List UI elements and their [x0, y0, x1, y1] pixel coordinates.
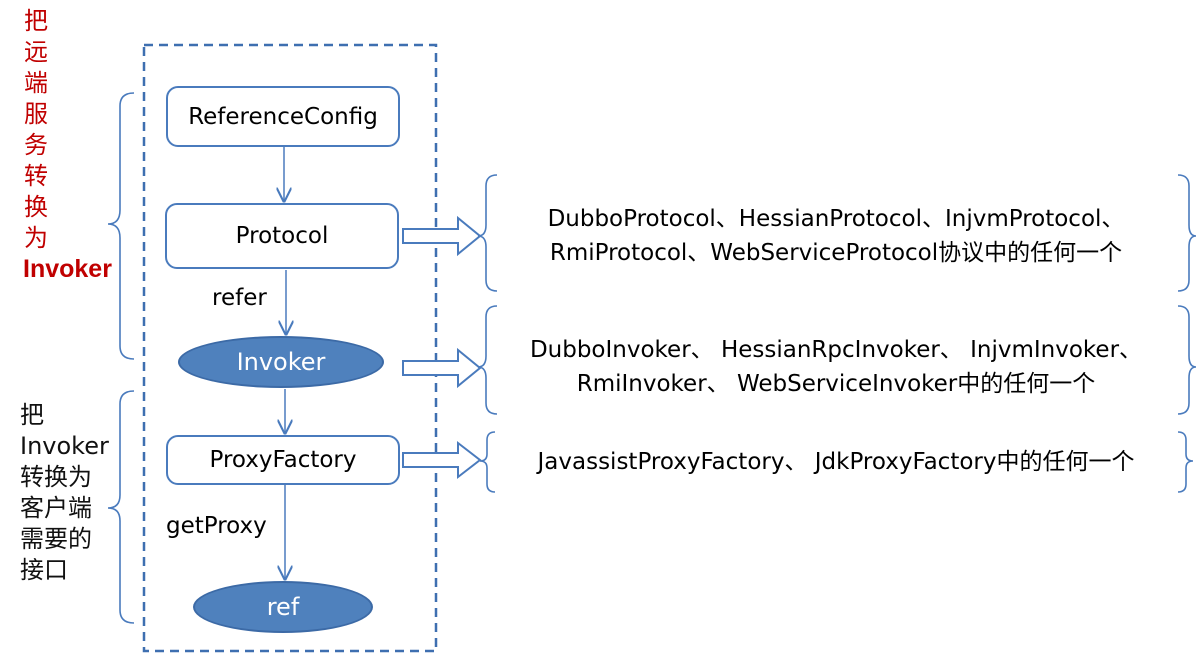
brace-left-proxy-impl — [479, 431, 496, 493]
brace-right-invoker-impl — [1177, 305, 1197, 415]
ref-node: ref — [193, 581, 373, 633]
invoker-impl-line-2: RmiInvoker、 WebServiceInvoker中的任何一个 — [576, 371, 1096, 397]
annotation-line: 客户端 — [20, 494, 92, 522]
protocol-impl-line-2: RmiProtocol、WebServiceProtocol协议中的任何一个 — [549, 240, 1123, 266]
get-proxy-label: getProxy — [166, 513, 267, 539]
annotation-invoker-word: Invoker — [23, 255, 112, 283]
invoker-implementations: DubboInvoker、 HessianRpcInvoker、 InjvmIn… — [496, 333, 1176, 401]
annotation-char: 服 — [24, 100, 48, 128]
annotation-line: 转换为 — [20, 463, 92, 491]
dashed-container — [142, 43, 438, 653]
proxy-factory-implementations: JavassistProxyFactory、 JdkProxyFactory中的… — [496, 445, 1176, 479]
annotation-char: 转 — [24, 162, 48, 190]
annotation-line: Invoker — [20, 432, 109, 460]
annotation-line: 把 — [20, 401, 44, 429]
brace-left-invoker-impl — [477, 305, 498, 415]
annotation-line: 接口 — [20, 556, 68, 584]
proxy-factory-impl-line-1: JavassistProxyFactory、 JdkProxyFactory中的… — [537, 449, 1135, 475]
block-arrow-proxyfactory — [402, 440, 482, 480]
protocol-implementations: DubboProtocol、HessianProtocol、InjvmProto… — [496, 202, 1176, 270]
protocol-node: Protocol — [165, 203, 399, 269]
left-brace-top — [107, 92, 135, 360]
invoker-to-interface-annotation: 把 Invoker 转换为 客户端 需要的 接口 — [20, 400, 109, 586]
annotation-char: 为 — [24, 224, 48, 252]
reference-config-node: ReferenceConfig — [166, 86, 400, 147]
invoker-impl-line-1: DubboInvoker、 HessianRpcInvoker、 InjvmIn… — [529, 337, 1143, 363]
annotation-char: 把 — [24, 7, 48, 35]
annotation-char: 务 — [24, 131, 48, 159]
annotation-char: 端 — [24, 69, 48, 97]
block-arrow-invoker — [402, 347, 482, 389]
protocol-impl-line-1: DubboProtocol、HessianProtocol、InjvmProto… — [547, 206, 1125, 232]
brace-right-protocol-impl — [1177, 174, 1197, 292]
annotation-char: 换 — [24, 193, 48, 221]
remote-to-invoker-annotation: 把 远 端 服 务 转 换 为 Invoker — [23, 6, 112, 285]
left-brace-bottom — [107, 390, 135, 624]
block-arrow-protocol — [402, 215, 482, 257]
refer-label: refer — [212, 285, 267, 311]
brace-right-proxy-impl — [1177, 431, 1194, 493]
brace-left-protocol-impl — [477, 174, 498, 292]
annotation-char: 远 — [24, 38, 48, 66]
invoker-node: Invoker — [178, 336, 384, 388]
annotation-line: 需要的 — [20, 525, 92, 553]
proxy-factory-node: ProxyFactory — [166, 435, 400, 485]
